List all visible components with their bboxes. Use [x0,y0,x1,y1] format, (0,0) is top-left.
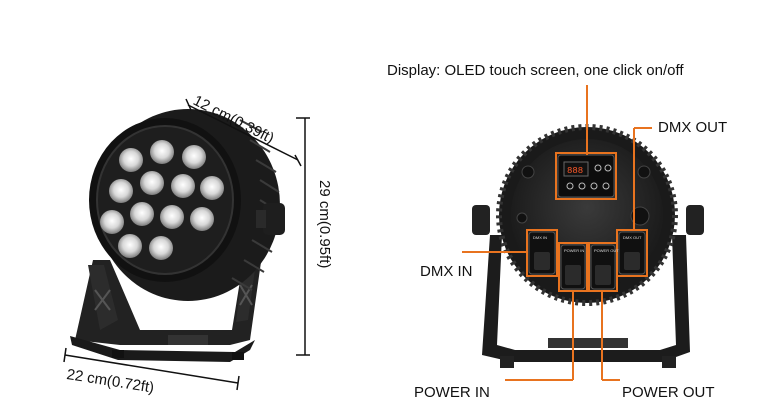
front-yoke [75,250,262,345]
display-callout-label: Display: OLED touch screen, one click on… [387,62,684,79]
panel-label-power-in: POWER IN [564,248,585,253]
power-in-callout-label: POWER IN [414,384,490,401]
callout-lines [462,85,652,381]
dmx-in-callout-label: DMX IN [420,263,473,280]
led-array [100,140,224,260]
svg-text:888: 888 [567,166,583,176]
panel-label-power-out: POWER OUT [594,248,619,253]
rear-yoke [482,235,690,362]
rear-view-fixture: 888 [472,124,704,368]
dimension-height-label: 29 cm(0.95ft) [316,180,333,269]
panel-label-dmx-out: DMX OUT [623,235,642,240]
front-view-fixture [70,109,285,362]
power-out-callout-label: POWER OUT [622,384,715,401]
dmx-out-callout-label: DMX OUT [658,119,728,136]
dimension-lines [63,98,310,391]
panel-label-dmx-in: DMX IN [533,235,547,240]
